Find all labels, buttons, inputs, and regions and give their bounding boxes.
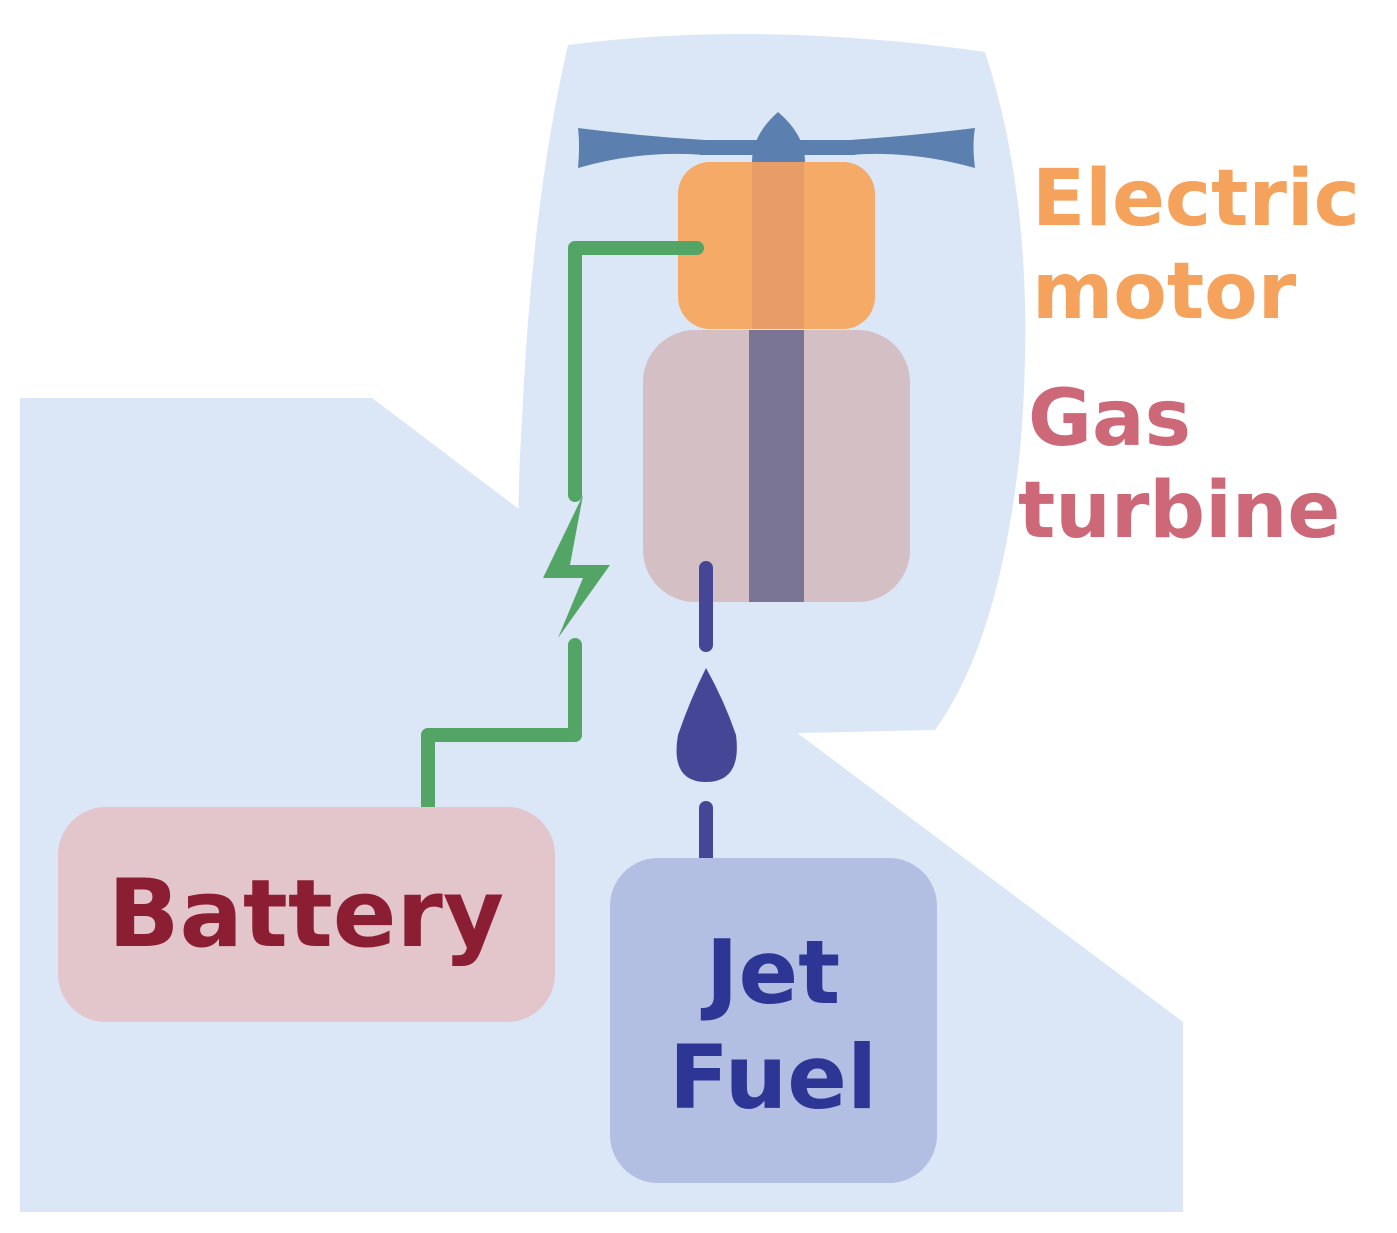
battery-box	[58, 807, 555, 1022]
lightning-bolt-icon	[543, 495, 610, 638]
electric-motor-label-line-1: Electric	[1032, 154, 1360, 244]
propeller-icon	[578, 112, 975, 168]
gas-turbine-label-line-2: turbine	[1018, 466, 1340, 556]
motor-shaft-segment	[752, 162, 804, 329]
turbine-shaft-segment	[749, 330, 804, 602]
gas-turbine-label-line-1: Gas	[1028, 374, 1191, 464]
jet-fuel-label-line-2: Fuel	[669, 1026, 877, 1129]
electric-motor-label-line-2: motor	[1032, 247, 1297, 337]
jet-fuel-box	[610, 858, 937, 1183]
jet-fuel-label-line-1: Jet	[701, 921, 841, 1024]
fuel-drop-icon	[676, 668, 737, 782]
electric-wire	[421, 241, 704, 832]
battery-label: Battery	[108, 860, 504, 969]
